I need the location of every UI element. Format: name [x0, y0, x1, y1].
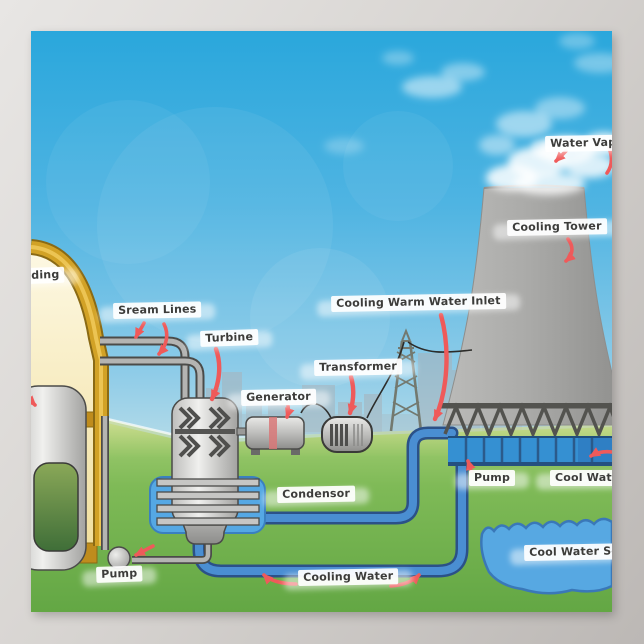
arrow-steam-line-2 — [157, 322, 169, 356]
dome-arch — [31, 239, 109, 546]
arrow-steam-line-1 — [134, 321, 146, 339]
tower-truss — [441, 402, 612, 439]
arrow-pump-left — [134, 544, 155, 557]
pump-ball — [107, 546, 131, 570]
turbine-blades — [178, 406, 231, 458]
generator-unit — [236, 416, 305, 455]
warm-water-pipe — [255, 426, 459, 525]
steam-line-pipes — [100, 336, 205, 401]
arrow-transformer — [347, 374, 358, 416]
cooling-basin — [448, 436, 612, 466]
containment-building — [31, 239, 109, 571]
arrow-cool-water — [589, 447, 612, 458]
power-lines — [366, 341, 473, 419]
generator-red-band — [269, 417, 277, 449]
reactor-core-window — [33, 462, 79, 552]
diagram-artwork — [31, 31, 612, 612]
arrow-warm-water-inlet — [432, 312, 449, 422]
arrow-cooling-tower — [564, 237, 576, 263]
turbine-shaft — [175, 429, 235, 434]
arrow-generator — [285, 404, 295, 420]
reactor-vessel — [31, 385, 87, 571]
clouds — [324, 33, 612, 154]
condenser-coils — [156, 478, 260, 526]
arrow-cooling-water-left — [262, 573, 298, 586]
condensate-pipe — [132, 536, 212, 564]
annotation-arrows — [31, 146, 612, 588]
turbine-unit — [156, 397, 260, 545]
cool-water-source-pond — [480, 517, 612, 595]
sun-flares — [46, 100, 453, 388]
arrow-reactor-vessel — [31, 395, 37, 407]
transformer-unit — [321, 416, 373, 453]
arrow-turbine — [209, 346, 222, 402]
